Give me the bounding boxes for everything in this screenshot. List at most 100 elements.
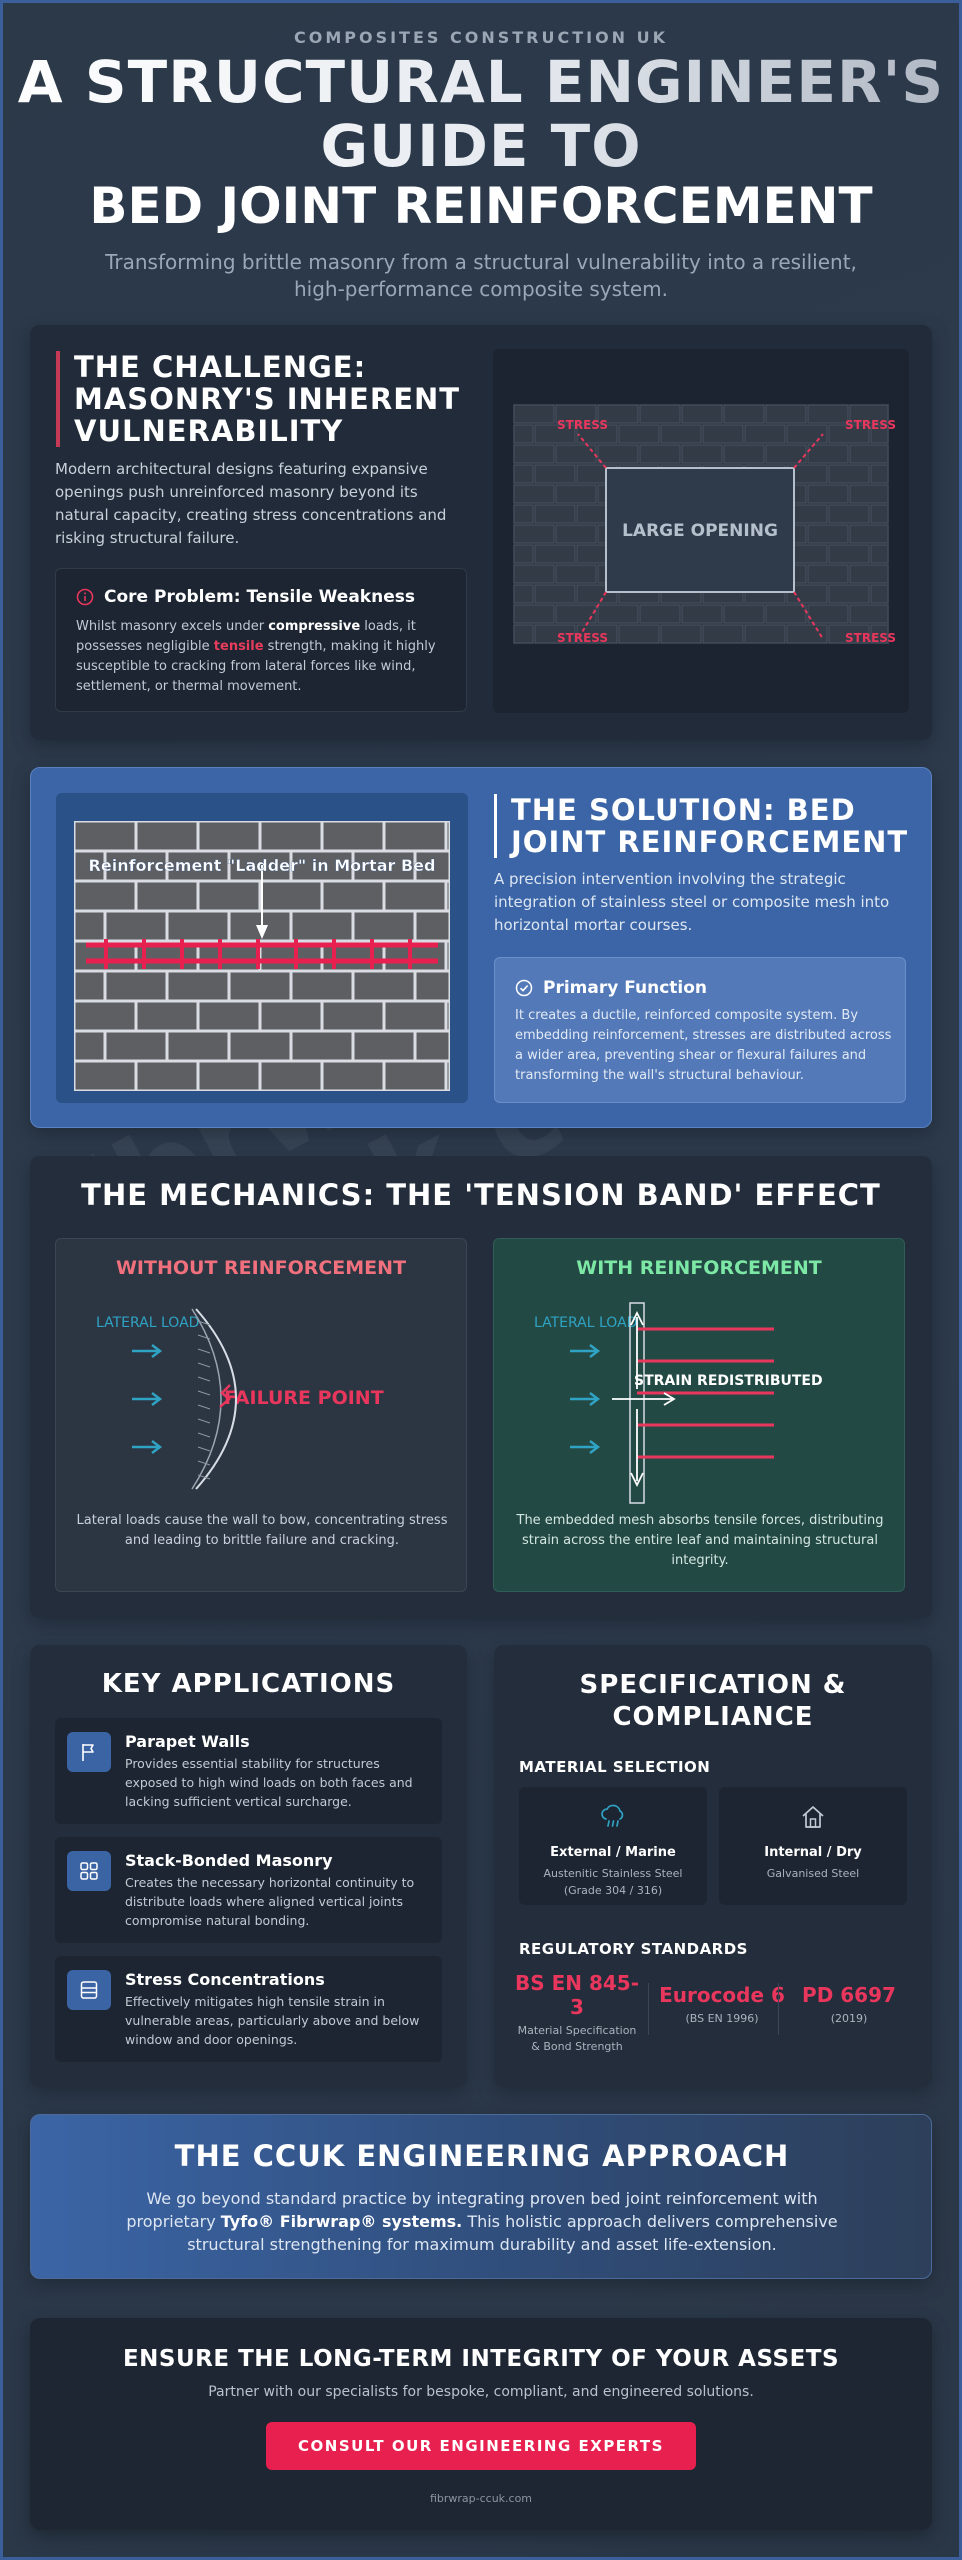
load-arrowhead bbox=[151, 1440, 163, 1454]
brick bbox=[849, 564, 889, 584]
brick bbox=[75, 912, 104, 940]
brick bbox=[513, 624, 534, 644]
page-title-line2: GUIDE TO bbox=[0, 117, 962, 175]
solution-body: A precision intervention involving the s… bbox=[494, 870, 890, 934]
brick bbox=[292, 972, 352, 1000]
lateral-load-label: LATERAL LOAD bbox=[96, 1315, 199, 1331]
brick bbox=[681, 444, 723, 464]
brick bbox=[576, 424, 618, 444]
brick bbox=[513, 444, 555, 464]
brick bbox=[75, 822, 135, 850]
page-title-line1: A STRUCTURAL ENGINEER'S bbox=[0, 53, 962, 111]
brick-joint bbox=[197, 1376, 211, 1382]
brick bbox=[385, 882, 445, 910]
brick bbox=[534, 424, 576, 444]
brick bbox=[385, 1062, 445, 1090]
brick bbox=[807, 524, 849, 544]
brick bbox=[849, 524, 889, 544]
brick bbox=[354, 1032, 414, 1060]
brick-joint bbox=[197, 1334, 211, 1340]
stress-label: STRESS bbox=[557, 418, 608, 432]
brick bbox=[513, 564, 555, 584]
brick bbox=[106, 912, 166, 940]
brick bbox=[807, 484, 849, 504]
brick bbox=[723, 444, 765, 464]
brick bbox=[681, 404, 723, 424]
brick bbox=[416, 852, 449, 880]
brick bbox=[106, 972, 166, 1000]
brick bbox=[416, 1032, 449, 1060]
brick bbox=[168, 852, 228, 880]
brick-joint bbox=[197, 1460, 211, 1466]
brick bbox=[75, 1062, 135, 1090]
ccuk-approach-section: THE CCUK ENGINEERING APPROACH We go beyo… bbox=[30, 2114, 932, 2279]
brick bbox=[828, 584, 870, 604]
consult-experts-button[interactable]: CONSULT OUR ENGINEERING EXPERTS bbox=[266, 2422, 696, 2470]
standard-code: Eurocode 6 bbox=[659, 1983, 785, 2007]
brick bbox=[354, 852, 414, 880]
brick bbox=[261, 822, 321, 850]
brick bbox=[765, 444, 807, 464]
page-header: COMPOSITES CONSTRUCTION UK A STRUCTURAL … bbox=[0, 28, 962, 303]
brick bbox=[106, 852, 166, 880]
pointer-arrowhead bbox=[256, 925, 268, 939]
ladder-in-mortar-diagram: Reinforcement "Ladder" in Mortar Bed bbox=[74, 821, 450, 1091]
material-card-internal: Internal / Dry Galvanised Steel bbox=[719, 1787, 907, 1905]
material-selection-heading: MATERIAL SELECTION bbox=[519, 1758, 711, 1776]
brick bbox=[639, 604, 681, 624]
cloud-rain-icon bbox=[519, 1803, 707, 1831]
brick bbox=[681, 604, 723, 624]
cta-title: ENSURE THE LONG-TERM INTEGRITY OF YOUR A… bbox=[122, 2346, 840, 2372]
brick bbox=[447, 942, 449, 970]
brick bbox=[660, 424, 702, 444]
standard-eurocode-6: Eurocode 6 (BS EN 1996) bbox=[652, 1983, 792, 2027]
brick bbox=[416, 912, 449, 940]
load-arrowhead bbox=[151, 1344, 163, 1358]
specification-section: SPECIFICATION & COMPLIANCE MATERIAL SELE… bbox=[494, 1645, 932, 2087]
failure-point-label: FAILURE POINT bbox=[224, 1387, 384, 1409]
standard-description: Material Specification & Bond Strength bbox=[517, 2024, 637, 2053]
brick bbox=[828, 464, 870, 484]
brick-joint bbox=[197, 1320, 211, 1326]
brick-joint bbox=[197, 1432, 211, 1438]
brick bbox=[137, 822, 197, 850]
crack-mark bbox=[219, 1384, 231, 1408]
brick bbox=[447, 822, 449, 850]
brick bbox=[447, 1002, 449, 1030]
application-description: Provides essential stability for structu… bbox=[125, 1756, 413, 1809]
brick bbox=[292, 852, 352, 880]
mechanics-title: THE MECHANICS: THE 'TENSION BAND' EFFECT bbox=[81, 1178, 881, 1212]
brick-joint bbox=[197, 1362, 211, 1368]
without-reinforcement-heading: WITHOUT REINFORCEMENT bbox=[115, 1257, 407, 1279]
opening-frame bbox=[605, 467, 795, 593]
brick bbox=[292, 912, 352, 940]
material-description: Austenitic Stainless Steel (Grade 304 / … bbox=[543, 1867, 683, 1897]
brick bbox=[354, 972, 414, 1000]
lateral-load-label: LATERAL LOAD bbox=[534, 1315, 637, 1331]
primary-function-box: Primary Function It creates a ductile, r… bbox=[494, 957, 906, 1103]
brick bbox=[765, 604, 807, 624]
brick bbox=[723, 404, 765, 424]
stress-line bbox=[577, 591, 607, 640]
flag-icon bbox=[67, 1732, 111, 1772]
brick bbox=[660, 624, 702, 644]
key-applications-title: KEY APPLICATIONS bbox=[101, 1669, 396, 1699]
strain-arrowhead-up bbox=[630, 1310, 644, 1326]
website-link[interactable]: fibrwrap-ccuk.com bbox=[429, 2492, 533, 2505]
brick-joint bbox=[197, 1390, 211, 1396]
brick bbox=[513, 504, 534, 524]
brick-joint bbox=[197, 1418, 211, 1424]
challenge-body: Modern architectural designs featuring e… bbox=[55, 460, 447, 547]
primary-function-heading: Primary Function bbox=[515, 978, 707, 998]
bowed-wall-outer bbox=[195, 1308, 237, 1490]
brick bbox=[513, 464, 534, 484]
brick bbox=[786, 424, 828, 444]
load-arrowhead bbox=[151, 1392, 163, 1406]
stress-label: STRESS bbox=[845, 631, 896, 645]
solution-title: THE SOLUTION: BED JOINT REINFORCEMENT bbox=[494, 794, 914, 858]
tension-band-diagram: LATERAL LOAD STRAIN REDISTRIBUTED bbox=[534, 1302, 823, 1504]
info-icon bbox=[76, 588, 94, 606]
brick bbox=[168, 1032, 228, 1060]
